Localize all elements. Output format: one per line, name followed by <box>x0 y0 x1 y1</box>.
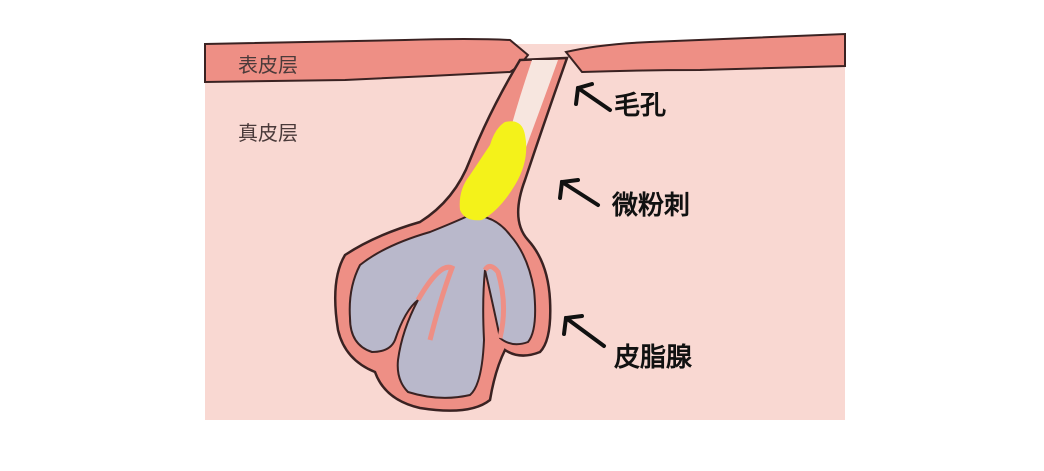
label-sebaceous-gland: 皮脂腺 <box>614 343 693 373</box>
epidermis-band-left <box>204 38 530 84</box>
gland-lobe-ridge-left <box>415 264 456 341</box>
label-dermis: 真皮层 <box>238 121 298 145</box>
label-pore: 毛孔 <box>614 91 666 121</box>
arrow-microcomedone <box>558 178 600 207</box>
arrow-pore <box>574 82 612 112</box>
label-microcomedone: 微粉刺 <box>611 190 690 221</box>
epidermis-band-right <box>564 32 846 74</box>
microcomedone-plug <box>459 121 527 221</box>
sebaceous-gland-body <box>348 213 537 399</box>
arrow-sebaceous-gland <box>562 314 606 348</box>
label-epidermis: 表皮层 <box>238 53 298 77</box>
gland-lobe-ridge-right <box>482 264 507 339</box>
